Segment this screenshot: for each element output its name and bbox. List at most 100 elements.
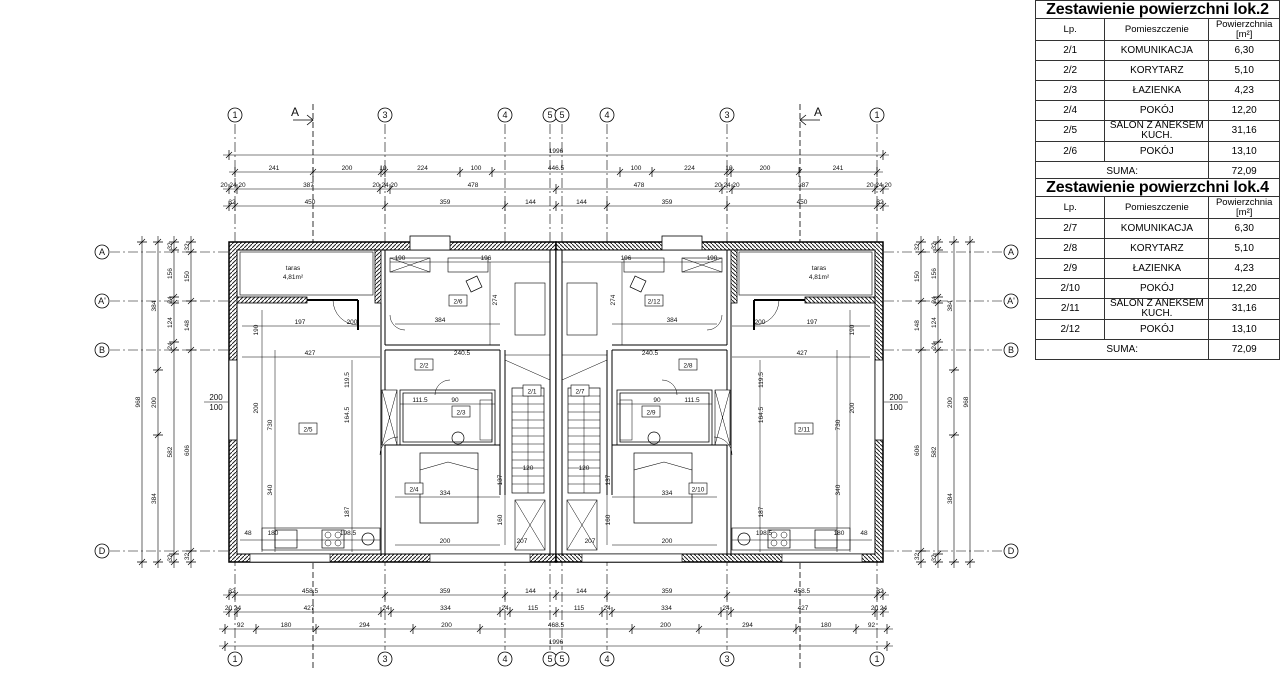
cell-area: 5,10 [1208,60,1280,81]
axis-label: B [1008,345,1014,355]
dimension-tick [933,558,943,566]
axis-label: 1 [874,110,879,120]
dimension-tick [488,167,496,177]
axis-marker [1003,543,1019,559]
dimension-label: 124 [167,317,174,328]
dimension-label: 294 [359,622,370,629]
dimension-tick [727,167,735,177]
dimension-label: 359 [662,199,673,206]
sum-row: SUMA:72,09 [1034,161,1280,182]
dimension-tick [933,293,943,301]
dimension-tick [225,150,233,160]
axis-marker [94,342,110,358]
dimension-tick [312,624,320,634]
axis-marker [94,543,110,559]
axis-marker [377,107,393,123]
room-tag [644,294,664,307]
dimension-tick [252,624,260,634]
dimension-label: 32 [876,199,884,206]
axis-marker [554,651,570,667]
dimension-label: 427 [798,605,809,612]
axis-label: 4 [604,654,609,664]
dimension-label: 150 [914,271,921,282]
cell-lp: 2/5 [1034,120,1106,142]
dimension-tick [792,624,800,634]
inner-dimension-label: 48 [860,530,868,537]
dimension-tick [916,558,926,566]
dimension-label: 450 [797,199,808,206]
dimension-tick [933,238,943,246]
dimension-tick [717,607,725,617]
dimension-tick [933,338,943,346]
col-header-lp: Lp. [1034,18,1106,41]
dimension-tick [883,624,891,634]
inner-dimension-label: 160 [605,514,612,525]
inner-dimension-label: 200 [440,538,451,545]
axis-marker [869,651,885,667]
section-arrow-icon [293,114,314,126]
dimension-label: 124 [931,317,938,328]
room-tag [570,384,590,397]
inner-dimension-label: 207 [585,538,596,545]
col-header-room: Pomieszczenie [1104,196,1210,219]
axis-marker [599,651,615,667]
dimension-label: 24 [722,605,730,612]
inner-dimension-label: 340 [835,484,842,495]
cell-room: SALON Z ANEKSEM KUCH. [1104,298,1210,320]
dimension-tick [933,550,943,558]
room-tag [298,422,318,435]
dimension-tick [727,607,735,617]
dimension-label: 359 [440,199,451,206]
inner-dimension-label: 200 [347,319,358,326]
axis-label: D [99,546,106,556]
dimension-label: 224 [417,165,428,172]
dimension-tick [186,238,196,246]
inner-dimension-label: 164.5 [758,406,765,423]
dimension-tick [501,590,509,600]
cell-lp: 2/12 [1034,319,1106,340]
dimension-label: 468.5 [548,622,565,629]
dimension-tick [225,201,233,211]
dimension-label: 387 [798,182,809,189]
axis-marker [554,107,570,123]
room-tag [794,422,814,435]
dimension-tick [873,167,881,177]
cell-lp: 2/3 [1034,80,1106,101]
cell-lp: 2/7 [1034,218,1106,239]
dimension-label: 968 [135,396,142,407]
inner-dimension-label: 274 [492,294,499,305]
dimension-tick [603,201,611,211]
inner-dimension-label: 197 [807,319,818,326]
cell-room: POKÓJ [1104,100,1210,121]
dimension-tick [221,624,229,634]
axis-marker [377,651,393,667]
cell-area: 31,16 [1208,298,1280,320]
inner-dimension-label: 334 [662,490,673,497]
dimension-label: 24 [167,296,174,304]
axis-marker [497,107,513,123]
axis-marker [869,107,885,123]
cell-lp: 2/4 [1034,100,1106,121]
axis-marker [94,293,110,309]
dimension-tick [965,238,975,246]
dimension-tick [552,590,560,600]
dimension-tick [879,607,887,617]
dimension-tick [873,201,881,211]
dimension-label: 32 [228,588,236,595]
dimension-label: 156 [167,268,174,279]
inner-dimension-label: 111.5 [412,397,428,404]
dimension-label: 32 [228,199,236,206]
dimension-label: 24 [603,605,611,612]
room-number: 2/12 [648,299,661,306]
dimension-tick [916,346,926,354]
dimension-tick [186,558,196,566]
axis-label: 3 [724,110,729,120]
inner-dimension-label: 198.5 [756,530,773,537]
room-tag [404,482,424,495]
axis-label: A' [98,296,106,306]
dimension-label: 32 [931,242,938,250]
